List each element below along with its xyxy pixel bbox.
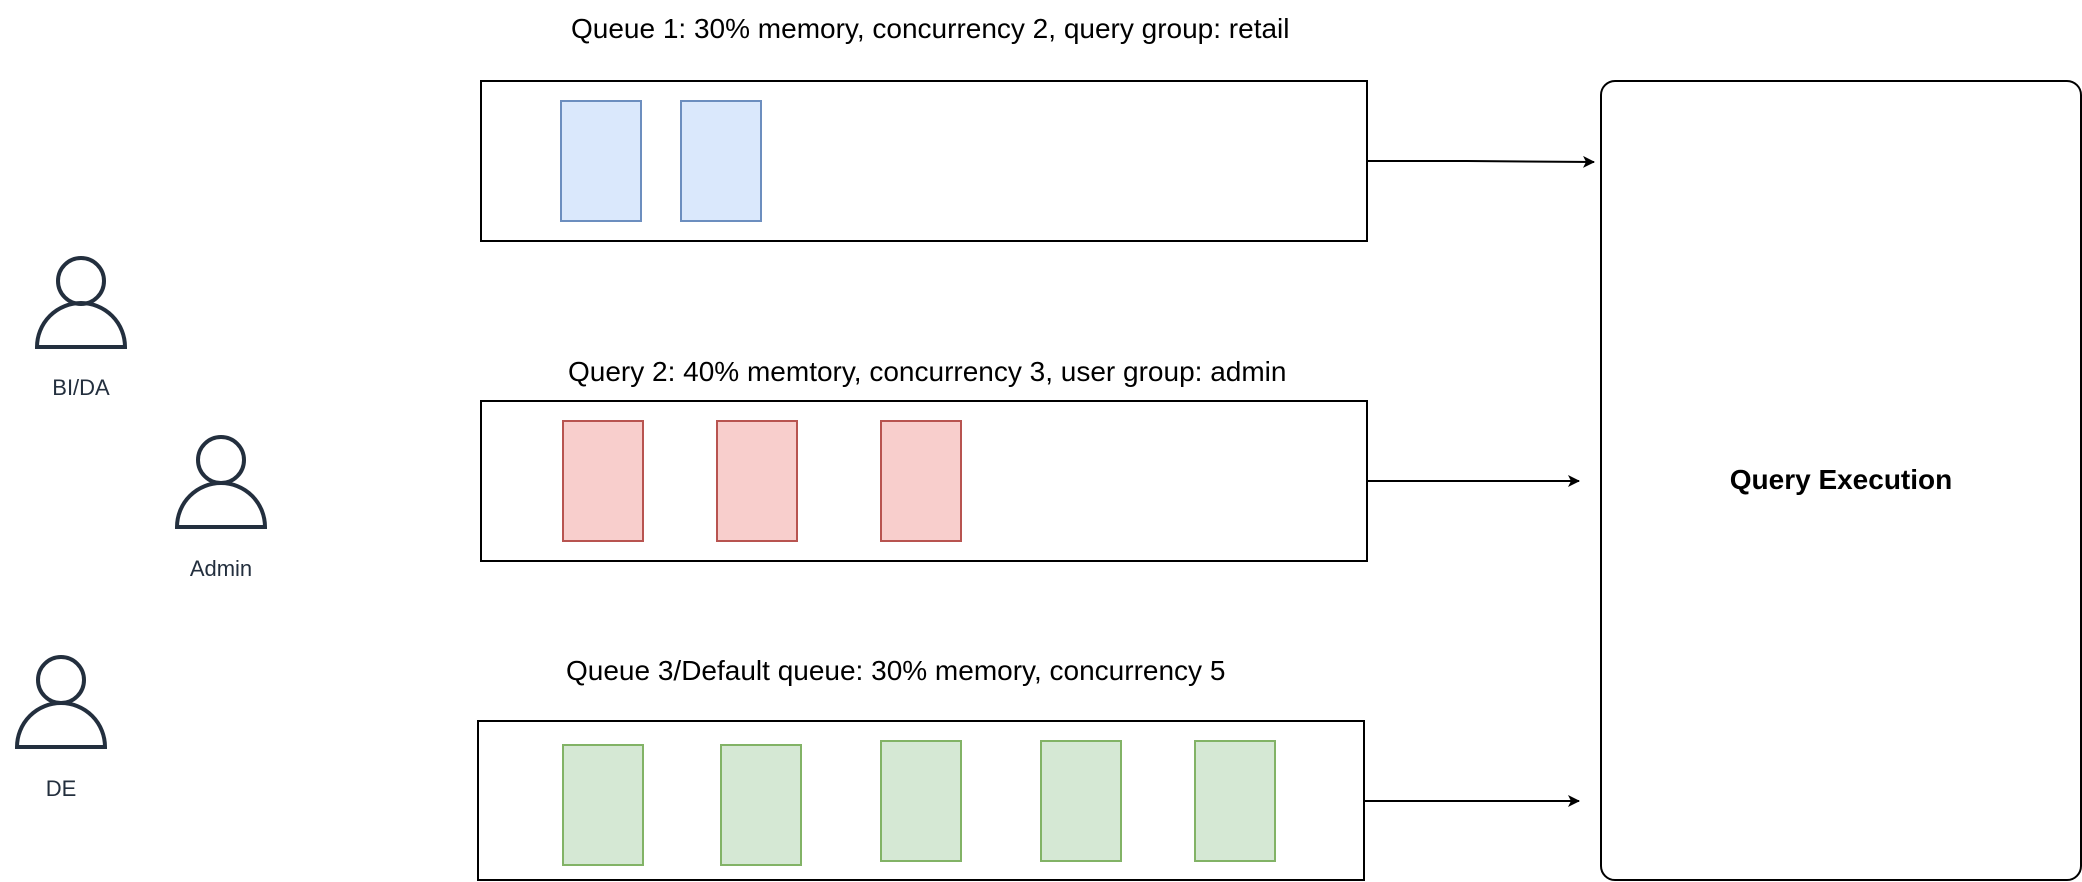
queue-3: Queue 3/Default queue: 30% memory, concu… <box>477 655 1580 881</box>
execution-box <box>1600 80 2082 881</box>
user-icon <box>34 256 128 349</box>
query-slot <box>716 420 798 542</box>
actor-bi-da: BI/DA <box>34 256 128 400</box>
query-slot <box>562 420 644 542</box>
query-execution: Query Execution <box>1600 80 2082 881</box>
queue-title: Query 2: 40% memtory, concurrency 3, use… <box>568 356 1286 387</box>
queue-arrow <box>1367 155 1595 168</box>
actor-label: BI/DA <box>52 375 110 400</box>
queue-title: Queue 1: 30% memory, concurrency 2, quer… <box>571 13 1290 44</box>
query-slot <box>560 100 642 222</box>
user-icon <box>14 655 108 749</box>
query-slot <box>720 744 802 866</box>
query-slot <box>880 740 962 862</box>
queue-1: Queue 1: 30% memory, concurrency 2, quer… <box>480 13 1595 242</box>
actor-label: DE <box>46 776 77 801</box>
actor-label: Admin <box>190 556 252 581</box>
execution-label: Query Execution <box>1730 464 1953 495</box>
actor-de: DE <box>14 655 108 801</box>
user-icon <box>174 435 268 529</box>
query-slot <box>1194 740 1276 862</box>
query-slot <box>562 744 644 866</box>
queue-2: Query 2: 40% memtory, concurrency 3, use… <box>480 356 1580 562</box>
query-slot <box>880 420 962 542</box>
queue-title: Queue 3/Default queue: 30% memory, concu… <box>566 655 1225 686</box>
query-slot <box>680 100 762 222</box>
actor-admin: Admin <box>174 435 268 581</box>
query-slot <box>1040 740 1122 862</box>
